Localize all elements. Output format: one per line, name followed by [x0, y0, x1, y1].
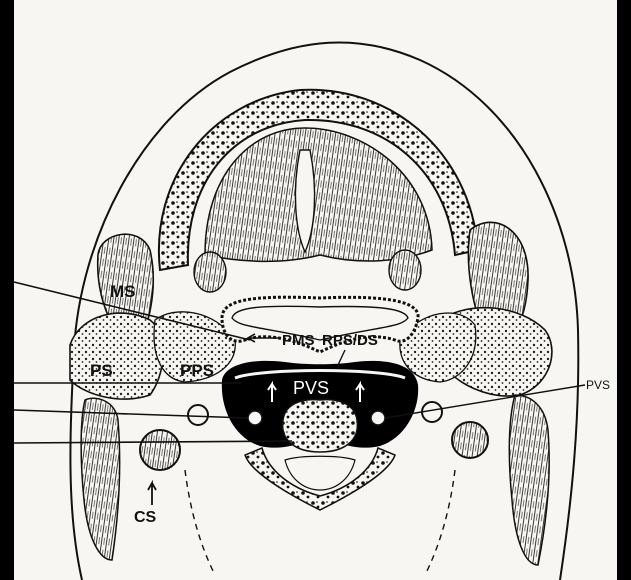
left-parotid-space	[70, 313, 163, 399]
right-black-edge	[617, 0, 631, 580]
label-pms: PMS	[282, 332, 315, 349]
label-ms: MS	[110, 282, 136, 301]
label-rps-ds: RPS/DS	[322, 332, 378, 349]
label-pps: PPS	[180, 361, 214, 380]
left-vertebral-artery	[248, 411, 262, 425]
right-vertebral-artery	[371, 411, 385, 425]
label-ps: PS	[90, 361, 113, 380]
left-pterygoid-muscle	[194, 252, 226, 292]
left-carotid-artery	[140, 430, 180, 470]
right-carotid-artery	[452, 422, 488, 458]
label-cs: CS	[134, 509, 157, 526]
label-pvs-right: PVS	[586, 378, 610, 392]
right-pterygoid-muscle	[389, 250, 421, 290]
left-black-edge	[0, 0, 14, 580]
vertebral-body	[283, 400, 358, 452]
left-jugular-vein	[188, 405, 208, 425]
label-pvs-center: PVS	[293, 378, 329, 398]
